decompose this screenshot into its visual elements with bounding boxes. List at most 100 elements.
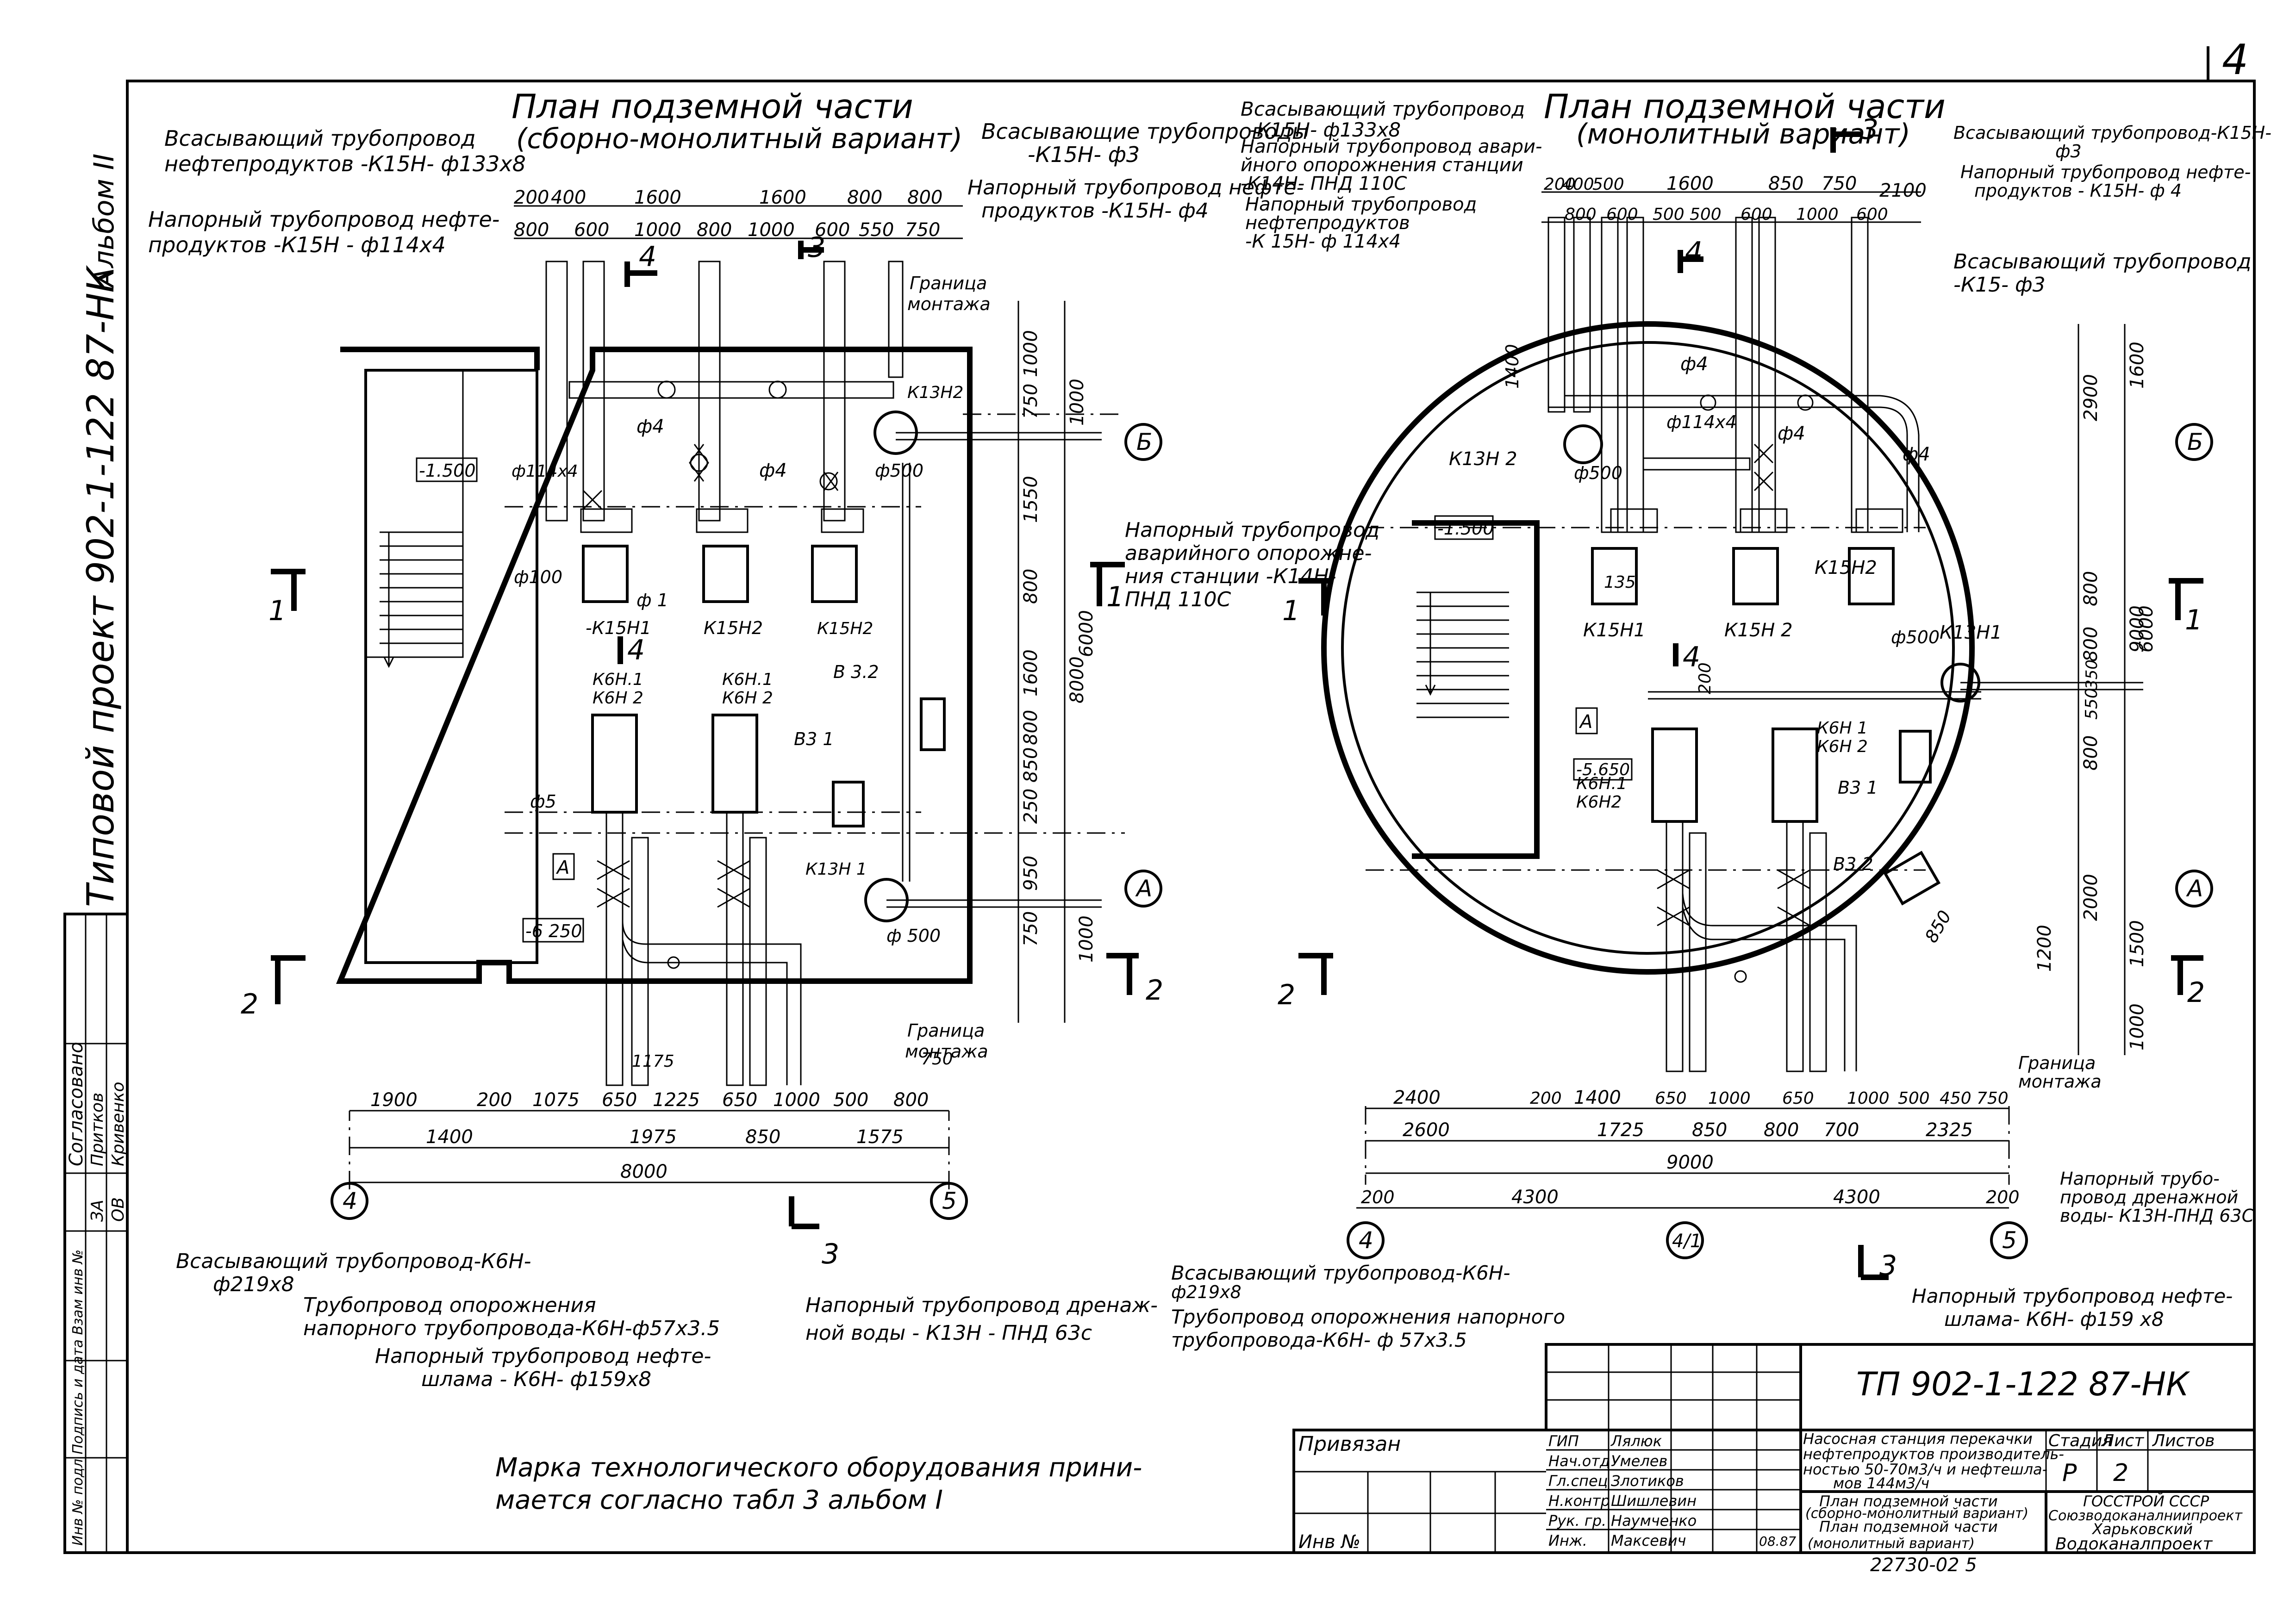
- svg-text:-К14Н- ПНД 110С: -К14Н- ПНД 110С: [1241, 173, 1407, 194]
- svg-text:Трубопровод опорожнения: Трубопровод опорожнения: [303, 1293, 596, 1317]
- svg-text:ф4: ф4: [1903, 444, 1930, 465]
- svg-text:500: 500: [1592, 175, 1624, 194]
- left-pressure-pipes: [597, 811, 802, 1086]
- svg-text:шлама- К6Н- ф159 х8: шлама- К6Н- ф159 х8: [1944, 1308, 2164, 1331]
- svg-text:1000: 1000: [1796, 205, 1839, 224]
- svg-text:1900: 1900: [370, 1089, 418, 1111]
- svg-text:А: А: [2186, 875, 2203, 902]
- svg-text:Наумченко: Наумченко: [1611, 1512, 1697, 1530]
- svg-text:750: 750: [921, 1050, 953, 1069]
- svg-text:провод дренажной: провод дренажной: [2060, 1187, 2238, 1207]
- svg-text:К13Н 2: К13Н 2: [1449, 448, 1517, 470]
- svg-text:950: 950: [1020, 856, 1042, 891]
- svg-text:250 850: 250 850: [1020, 747, 1042, 824]
- svg-text:аварийного опорожне-: аварийного опорожне-: [1125, 541, 1372, 565]
- svg-text:500: 500: [1690, 205, 1722, 224]
- pump-k15n2-left: [702, 545, 749, 603]
- svg-text:3: 3: [1879, 1250, 1897, 1282]
- equipment-note-line2: мается согласно табл 3 альбом I: [495, 1485, 943, 1515]
- svg-text:ф500: ф500: [1574, 463, 1622, 483]
- svg-text:200: 200: [1544, 175, 1576, 194]
- svg-text:ф500: ф500: [875, 460, 923, 481]
- left-building-wall: [336, 347, 973, 984]
- svg-text:нефтепродуктов: нефтепродуктов: [1245, 212, 1410, 234]
- svg-text:Листов: Листов: [2152, 1431, 2215, 1450]
- svg-text:ф500: ф500: [1891, 627, 1940, 647]
- svg-text:750: 750: [1822, 173, 1857, 194]
- svg-text:Привязан: Привязан: [1298, 1432, 1401, 1456]
- left-plan-title: План подземной части: [512, 87, 913, 126]
- svg-text:700: 700: [1824, 1119, 1859, 1141]
- svg-text:ф100: ф100: [514, 567, 562, 587]
- svg-text:-К15- ф3: -К15- ф3: [1953, 273, 2046, 297]
- left-stairs: [380, 531, 463, 668]
- svg-text:1200: 1200: [2034, 925, 2055, 972]
- axis-4-1-right: [1666, 1221, 1704, 1259]
- svg-text:Шишлевин: Шишлевин: [1611, 1492, 1697, 1510]
- svg-text:800: 800: [893, 1089, 929, 1111]
- sheet-number: 4: [2222, 36, 2248, 84]
- svg-text:1000: 1000: [1067, 379, 1088, 426]
- svg-text:750: 750: [1977, 1089, 2009, 1108]
- svg-text:800: 800: [514, 219, 549, 241]
- svg-text:ГОССТРОЙ СССР: ГОССТРОЙ СССР: [2083, 1492, 2209, 1510]
- drain-pump-k13n2-right: [1563, 424, 1603, 464]
- svg-text:ОВ: ОВ: [109, 1197, 128, 1222]
- svg-text:8000: 8000: [620, 1161, 668, 1182]
- svg-text:650: 650: [1782, 1089, 1814, 1108]
- svg-text:4300: 4300: [1511, 1187, 1559, 1208]
- left-plan: План подземной части (сборно-монолитный …: [148, 87, 1379, 1391]
- svg-text:(сборно-монолитный вариант): (сборно-монолитный вариант): [1805, 1505, 2028, 1522]
- svg-text:2325: 2325: [1926, 1119, 1973, 1141]
- svg-text:ф219х8: ф219х8: [1171, 1282, 1242, 1302]
- svg-text:ГИП: ГИП: [1548, 1432, 1579, 1450]
- svg-text:650: 650: [602, 1089, 637, 1111]
- svg-text:Гл.спец: Гл.спец: [1548, 1472, 1608, 1490]
- right-suction-pipes: [1547, 217, 1920, 533]
- svg-text:ф4: ф4: [759, 460, 787, 481]
- svg-text:Граница: Граница: [910, 273, 987, 293]
- svg-text:4: 4: [1683, 641, 1700, 673]
- svg-text:1725: 1725: [1597, 1119, 1644, 1141]
- svg-text:Рук. гр.: Рук. гр.: [1548, 1512, 1606, 1530]
- svg-text:1: 1: [2185, 604, 2202, 636]
- svg-text:Согласовано: Согласовано: [66, 1042, 87, 1166]
- svg-text:2000: 2000: [2080, 874, 2102, 921]
- svg-text:ф114х4: ф114х4: [1666, 412, 1737, 432]
- svg-text:1000: 1000: [1847, 1089, 1890, 1108]
- svg-text:1400: 1400: [1502, 344, 1522, 389]
- svg-text:-К15Н- ф3: -К15Н- ф3: [1028, 142, 1140, 167]
- svg-text:Всасывающий трубопровод: Всасывающий трубопровод: [1241, 98, 1525, 120]
- svg-text:2100: 2100: [1879, 180, 1927, 201]
- project-label: Типовой проект 902-1-122 87-НК: [79, 265, 122, 908]
- svg-text:К13Н1: К13Н1: [1940, 622, 2002, 643]
- svg-text:1600: 1600: [1666, 173, 1714, 194]
- svg-text:Напорный трубопровод авари-: Напорный трубопровод авари-: [1241, 136, 1542, 157]
- svg-text:продуктов - К15Н- ф 4: продуктов - К15Н- ф 4: [1974, 180, 2182, 201]
- svg-text:1225: 1225: [653, 1089, 700, 1111]
- svg-text:ностью 50-70м3/ч и нефтешла-: ностью 50-70м3/ч и нефтешла-: [1803, 1461, 2047, 1478]
- svg-text:К6Н 2: К6Н 2: [593, 689, 643, 708]
- svg-text:Насосная станция перекачки: Насосная станция перекачки: [1803, 1430, 2033, 1448]
- svg-text:В 3.2: В 3.2: [833, 662, 879, 682]
- svg-text:4: 4: [1359, 1227, 1373, 1254]
- svg-text:ния станции -К14Н-: ния станции -К14Н-: [1125, 565, 1336, 588]
- svg-text:нефтепродуктов производитель-: нефтепродуктов производитель-: [1803, 1445, 2064, 1463]
- svg-text:монтажа: монтажа: [905, 1041, 988, 1062]
- svg-text:500: 500: [833, 1089, 868, 1111]
- svg-text:4: 4: [343, 1188, 357, 1214]
- svg-text:850: 850: [1768, 173, 1803, 194]
- svg-text:К6Н.1: К6Н.1: [593, 670, 643, 689]
- svg-text:ф 1: ф 1: [636, 590, 668, 610]
- right-plan-title: План подземной части: [1544, 87, 1946, 126]
- pump-k6n2-right: [1772, 728, 1818, 823]
- svg-text:1000: 1000: [1020, 330, 1042, 377]
- svg-text:К6Н 2: К6Н 2: [722, 689, 773, 708]
- svg-text:1575: 1575: [856, 1126, 904, 1148]
- svg-text:4: 4: [627, 634, 645, 666]
- svg-text:ф4: ф4: [1778, 423, 1805, 444]
- svg-text:План подземной части: План подземной части: [1819, 1492, 1998, 1510]
- svg-text:Умелев: Умелев: [1611, 1452, 1667, 1470]
- svg-text:800: 800: [907, 187, 942, 208]
